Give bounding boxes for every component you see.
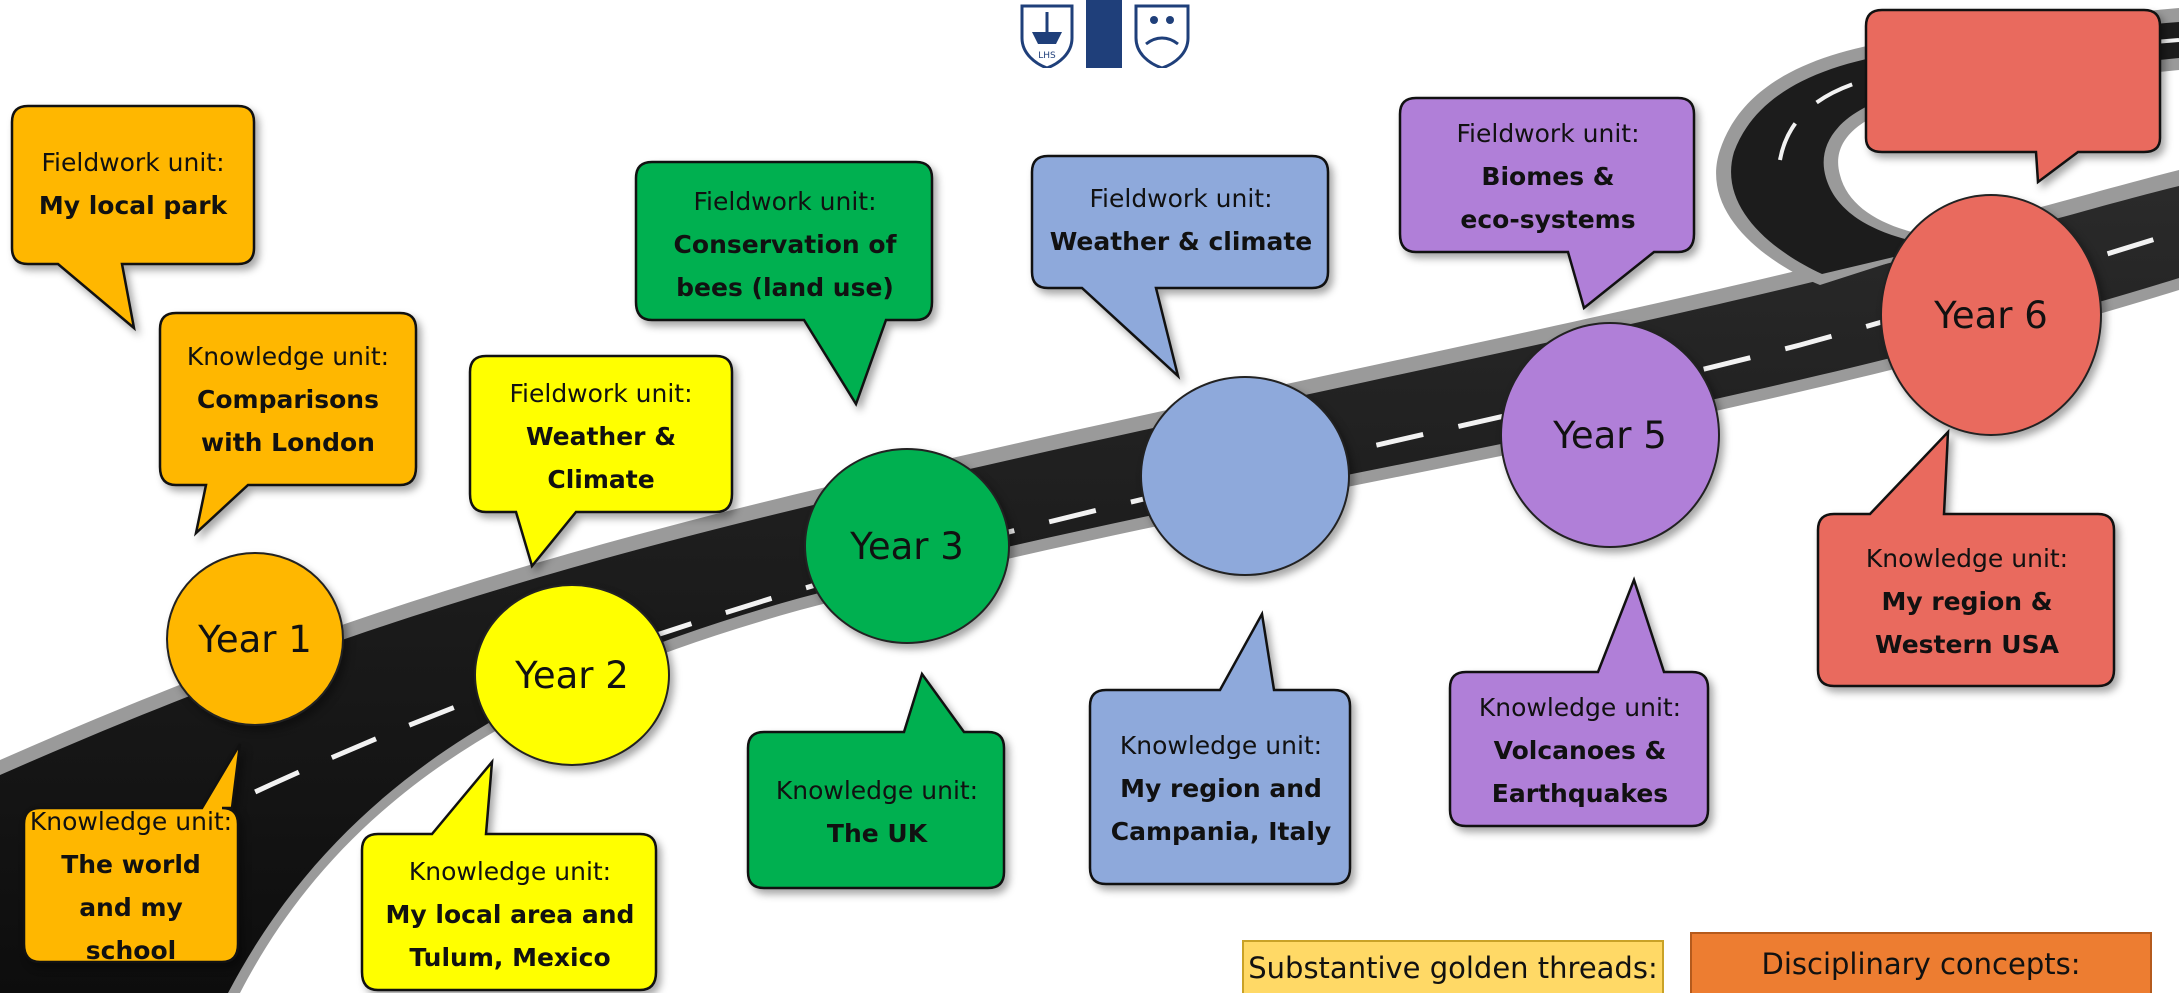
disciplinary-concepts-label: Disciplinary concepts: [1761,946,2081,981]
y4-fieldwork-bubble: Fieldwork unit: Weather & climate [1030,154,1332,380]
y1-knowledge-b-bubble: Knowledge unit: The world and my school [22,742,242,965]
y4-knowledge-bubble: Knowledge unit: My region and Campania, … [1088,610,1354,888]
year-5-marker: Year 5 [1500,322,1720,548]
road-bend-surface [1731,22,2179,274]
unit-title: Biomes & eco-systems [1460,161,1636,234]
unit-title: My region & Western USA [1875,586,2059,659]
unit-label: Fieldwork unit: [41,148,225,177]
y2-knowledge-bubble: Knowledge unit: My local area and Tulum,… [360,758,660,992]
substantive-threads-label: Substantive golden threads: [1248,950,1658,985]
center-bar-icon [1086,0,1122,68]
unit-title: Weather & climate [1049,227,1313,256]
year-4-marker [1140,376,1350,576]
unit-label: Fieldwork unit: [509,378,693,408]
unit-title: Comparisons with London [197,384,379,457]
unit-label: Knowledge unit: [186,341,390,371]
year-2-marker: Year 2 [474,584,670,766]
unit-label: Fieldwork unit: [1456,118,1640,148]
unit-label: Knowledge unit: [408,856,612,886]
unit-title: The world and my school [61,850,201,965]
y3-fieldwork-bubble: Fieldwork unit: Conservation of bees (la… [634,160,936,407]
unit-label: Knowledge unit: [1865,543,2069,573]
unit-title: My region and Campania, Italy [1110,773,1332,846]
unit-title: Weather & Climate [525,421,677,494]
unit-title: Conservation of bees (land use) [673,229,897,302]
y6-knowledge-bubble: Knowledge unit: My region & Western USA [1816,428,2118,690]
unit-label: Knowledge unit: [775,776,979,805]
y5-fieldwork-bubble: Fieldwork unit: Biomes & eco-systems [1398,96,1698,311]
year-3-marker: Year 3 [804,448,1010,644]
unit-title: My local area and Tulum, Mexico [385,899,635,972]
unit-label: Knowledge unit: [1478,692,1682,722]
y2-fieldwork-bubble: Fieldwork unit: Weather & Climate [468,354,734,569]
unit-title: The UK [826,819,928,848]
unit-label: Fieldwork unit: [1089,184,1273,213]
substantive-threads-box: Substantive golden threads: [1242,940,1664,993]
unit-label: Fieldwork unit: [693,186,877,216]
y5-knowledge-bubble: Knowledge unit: Volcanoes & Earthquakes [1448,576,1712,830]
y3-knowledge-bubble: Knowledge unit: The UK [746,671,1008,892]
unit-title: My local park [38,191,228,220]
year-6-marker: Year 6 [1880,194,2102,436]
school-logo: LHS [1020,0,1190,68]
year-1-marker: Year 1 [166,552,344,726]
left-crest-text: LHS [1038,51,1056,61]
unit-label: Knowledge unit: [1119,730,1323,760]
y1-knowledge-a-bubble: Knowledge unit: Comparisons with London [158,311,418,537]
unit-label: Knowledge unit: [29,807,233,836]
unit-title: Volcanoes & Earthquakes [1491,735,1669,808]
disciplinary-concepts-box: Disciplinary concepts: [1690,932,2152,993]
y1-fieldwork-bubble: Fieldwork unit: My local park [10,104,256,332]
y6-fieldwork-bubble [1864,8,2164,185]
